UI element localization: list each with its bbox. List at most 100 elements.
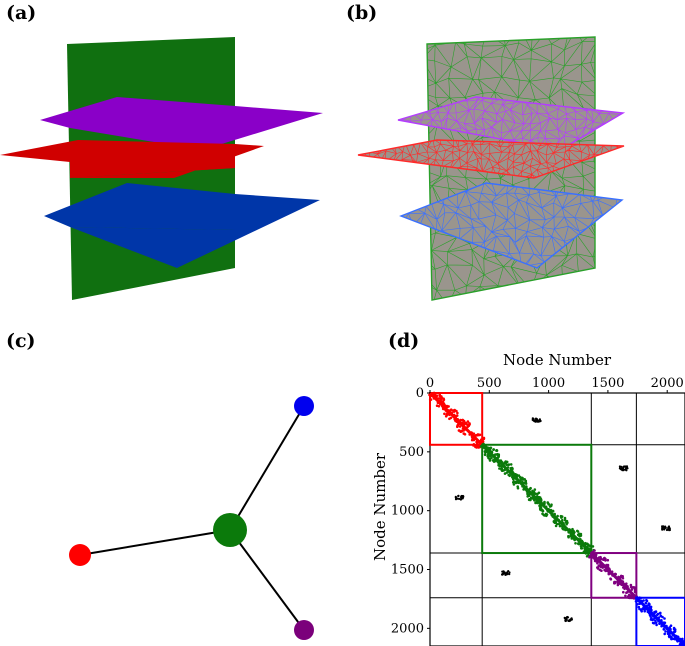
graph-node-green xyxy=(213,513,247,547)
nonzero-point xyxy=(574,542,577,545)
nonzero-point xyxy=(619,574,623,578)
nonzero-point xyxy=(656,612,660,616)
nonzero-point xyxy=(641,607,645,610)
diagonal-line-red xyxy=(428,391,484,446)
coupling-point xyxy=(454,495,457,498)
purple-plane-front xyxy=(70,106,323,150)
coupling-cluster xyxy=(661,525,672,532)
nonzero-point xyxy=(486,454,490,458)
nonzero-point xyxy=(463,433,467,436)
nonzero-point xyxy=(533,499,536,502)
nonzero-point xyxy=(498,467,501,470)
nonzero-point xyxy=(435,404,439,408)
nonzero-point xyxy=(673,630,677,634)
coupling-cluster xyxy=(454,494,465,501)
x-tick-label: 0 xyxy=(426,376,434,391)
nonzero-point xyxy=(567,535,570,539)
coupling-point xyxy=(534,417,538,420)
nonzero-point xyxy=(613,582,616,585)
nonzero-point xyxy=(500,468,503,471)
graph-node-purple xyxy=(294,620,314,640)
nonzero-point xyxy=(640,610,643,613)
nonzero-point xyxy=(593,549,596,552)
nonzero-point xyxy=(644,601,648,605)
y-tick-label: 500 xyxy=(399,445,424,460)
nonzero-point xyxy=(459,430,463,434)
nonzero-point xyxy=(659,614,663,618)
nonzero-point xyxy=(451,409,455,412)
coupling-point xyxy=(532,417,535,420)
block-outline-purple xyxy=(590,552,638,599)
nonzero-point xyxy=(514,481,518,485)
coupling-point xyxy=(662,526,665,529)
nonzero-point xyxy=(543,514,546,517)
nonzero-point xyxy=(629,583,633,587)
nonzero-point xyxy=(648,605,651,608)
nonzero-point xyxy=(663,617,666,620)
nonzero-point xyxy=(563,518,567,522)
block-outline-red xyxy=(429,392,484,446)
nonzero-point xyxy=(642,599,645,602)
coupling-point xyxy=(534,419,537,422)
nonzero-point xyxy=(516,485,519,488)
nonzero-point xyxy=(531,497,534,500)
coupling-point xyxy=(618,467,622,470)
panel-label-b: (b) xyxy=(346,2,378,24)
nonzero-point xyxy=(467,424,471,428)
coupling-cluster xyxy=(563,615,574,623)
nonzero-point xyxy=(455,414,459,417)
nonzero-point xyxy=(507,463,510,467)
coupling-point xyxy=(624,465,627,468)
blue-plane-front xyxy=(70,194,320,268)
nonzero-point xyxy=(580,547,583,550)
nonzero-point xyxy=(579,534,583,537)
nonzero-point xyxy=(651,618,654,622)
nonzero-point xyxy=(526,495,529,498)
coupling-point xyxy=(663,528,666,531)
nonzero-point xyxy=(449,408,453,412)
nonzero-point xyxy=(456,424,459,427)
nonzero-point xyxy=(492,448,495,452)
x-tick-label: 2000 xyxy=(651,376,684,391)
nonzero-point xyxy=(511,467,514,471)
nonzero-point xyxy=(645,598,648,602)
red-plane-front xyxy=(70,144,264,178)
coupling-point xyxy=(661,525,664,528)
nonzero-point xyxy=(630,588,634,591)
panel-a-planes xyxy=(0,37,323,300)
nonzero-point xyxy=(565,522,568,526)
coupling-cluster xyxy=(501,570,511,576)
nonzero-point xyxy=(624,594,627,598)
nonzero-point xyxy=(560,516,563,519)
nonzero-point xyxy=(490,456,493,460)
coupling-point xyxy=(501,572,504,576)
panel-c-graph xyxy=(69,396,314,640)
coupling-point xyxy=(461,494,465,498)
nonzero-point xyxy=(622,590,625,594)
y-tick-label: 2000 xyxy=(391,621,424,636)
nonzero-point xyxy=(547,502,550,506)
coupling-point xyxy=(457,494,460,498)
diagonal-line-blue xyxy=(635,596,685,646)
nonzero-point xyxy=(667,634,671,638)
nonzero-point xyxy=(652,621,656,625)
coupling-point xyxy=(666,528,669,531)
nonzero-point xyxy=(655,623,658,627)
coupling-point xyxy=(508,573,511,576)
nonzero-point xyxy=(606,558,610,562)
coupling-point xyxy=(566,616,570,619)
coupling-point xyxy=(625,467,629,470)
x-tick-label: 1500 xyxy=(591,376,624,391)
nonzero-point xyxy=(442,397,445,401)
nonzero-point xyxy=(654,619,657,622)
nonzero-point xyxy=(660,624,663,628)
coupling-point xyxy=(625,469,628,472)
nonzero-point xyxy=(579,545,583,548)
panel-b-meshed-planes xyxy=(357,36,626,301)
nonzero-point xyxy=(539,507,542,511)
coupling-point xyxy=(538,418,542,421)
panel-label-d: (d) xyxy=(388,330,420,352)
nonzero-point xyxy=(638,607,641,611)
nonzero-point xyxy=(502,469,506,472)
y-tick-label: 1000 xyxy=(391,504,424,519)
